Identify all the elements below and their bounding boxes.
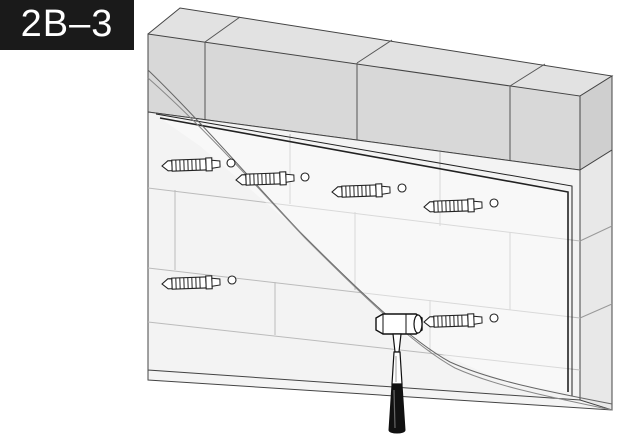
anchor-5 — [161, 274, 237, 292]
anchor-2 — [235, 170, 310, 188]
anchor-1 — [161, 156, 236, 174]
wall — [147, 7, 614, 411]
anchor-6 — [423, 312, 499, 330]
anchor-4 — [423, 197, 499, 215]
step-label: 2B–3 — [0, 0, 134, 50]
hammer-icon — [375, 313, 423, 434]
anchor-3 — [331, 182, 407, 200]
